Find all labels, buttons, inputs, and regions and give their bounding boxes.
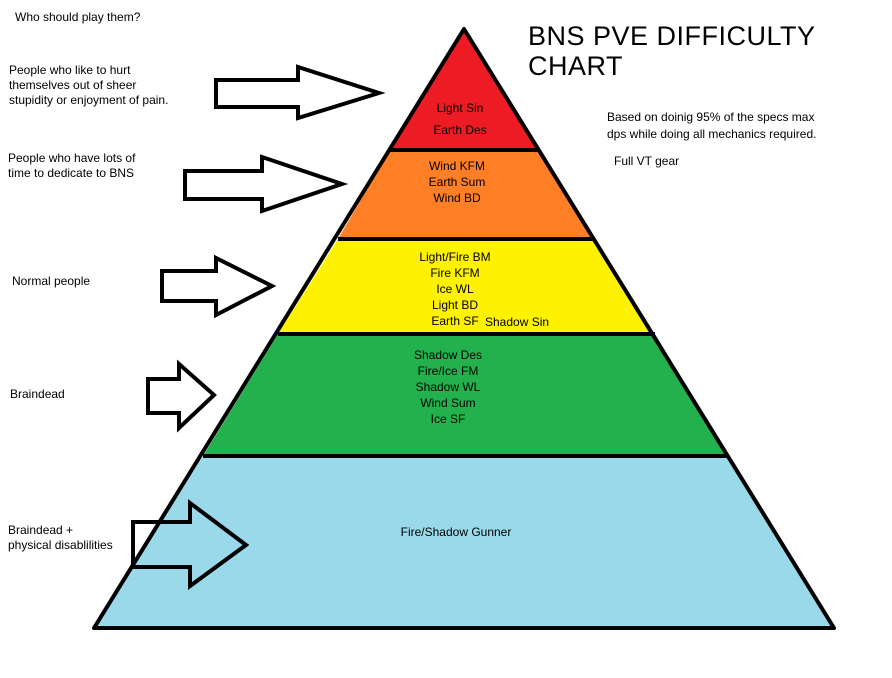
tier-5-specs: Fire/Shadow Gunner — [386, 524, 526, 540]
tier-1-specs: Light Sin Earth Des — [400, 100, 520, 138]
audience-line: People who have lots of — [8, 151, 136, 165]
chart-title-line: CHART — [528, 51, 624, 81]
spec-label: Earth Sum — [428, 175, 486, 189]
arrow-4-icon — [146, 359, 217, 433]
chart-title-line: BNS PVE DIFFICULTY — [528, 21, 816, 51]
criteria-note: Based on doinig 95% of the specs max dps… — [607, 109, 816, 143]
spec-label: Wind Sum — [420, 396, 476, 410]
audience-label-4: Braindead — [10, 387, 65, 402]
tier-2-band — [338, 150, 594, 239]
audience-line: Braindead + — [8, 523, 74, 537]
spec-label: Fire/Ice FM — [417, 364, 479, 378]
audience-label-2: People who have lots of time to dedicate… — [8, 151, 135, 181]
tier-3-specs: Light/Fire BM Fire KFM Ice WL Light BD E… — [395, 249, 515, 329]
spec-label: Wind BD — [433, 191, 481, 205]
audience-label-5: Braindead + physical disablilities — [8, 523, 113, 553]
spec-label: Wind KFM — [428, 159, 485, 173]
spec-label: Earth SF — [431, 314, 479, 328]
audience-label-3: Normal people — [12, 274, 90, 289]
audience-line: stupidity or enjoyment of pain. — [9, 93, 169, 107]
spec-label: Earth Des — [433, 123, 487, 137]
audience-line: Braindead — [10, 387, 65, 401]
tier-3-extra-spec: Shadow Sin — [485, 315, 550, 329]
arrow-1-icon — [214, 64, 386, 121]
spec-label: Light Sin — [436, 101, 484, 115]
spec-label: Ice SF — [430, 412, 466, 426]
audience-line: themselves out of sheer — [9, 78, 137, 92]
spec-label: Light BD — [431, 298, 479, 312]
arrow-3-icon — [160, 254, 277, 319]
tier-1-band — [390, 29, 540, 150]
arrow-2-icon — [183, 154, 349, 214]
spec-label: Fire KFM — [430, 266, 480, 280]
pyramid-outline — [92, 27, 836, 630]
spec-label: Light/Fire BM — [419, 250, 491, 264]
audience-label-1: People who like to hurt themselves out o… — [9, 63, 168, 108]
chart-title: BNS PVE DIFFICULTY CHART — [528, 21, 816, 81]
spec-label: Shadow WL — [415, 380, 481, 394]
audience-line: People who like to hurt — [9, 63, 131, 77]
gear-note: Full VT gear — [614, 154, 680, 168]
spec-label: Shadow Des — [413, 348, 483, 362]
tier-5-band — [94, 456, 834, 628]
criteria-line: Based on doinig 95% of the specs max — [607, 110, 815, 124]
spec-label: Fire/Shadow Gunner — [400, 525, 512, 539]
audience-line: physical disablilities — [8, 538, 113, 552]
tier-4-specs: Shadow Des Fire/Ice FM Shadow WL Wind Su… — [388, 347, 508, 427]
arrow-5-icon — [131, 499, 250, 590]
tier-4-band — [203, 334, 728, 456]
audience-line: Normal people — [12, 274, 91, 288]
tier-3-band — [278, 239, 655, 334]
tier-2-specs: Wind KFM Earth Sum Wind BD — [397, 158, 517, 206]
audience-header: Who should play them? — [15, 10, 141, 24]
audience-line: time to dedicate to BNS — [8, 166, 135, 180]
spec-label: Ice WL — [436, 282, 474, 296]
criteria-line: dps while doing all mechanics required. — [607, 127, 817, 141]
